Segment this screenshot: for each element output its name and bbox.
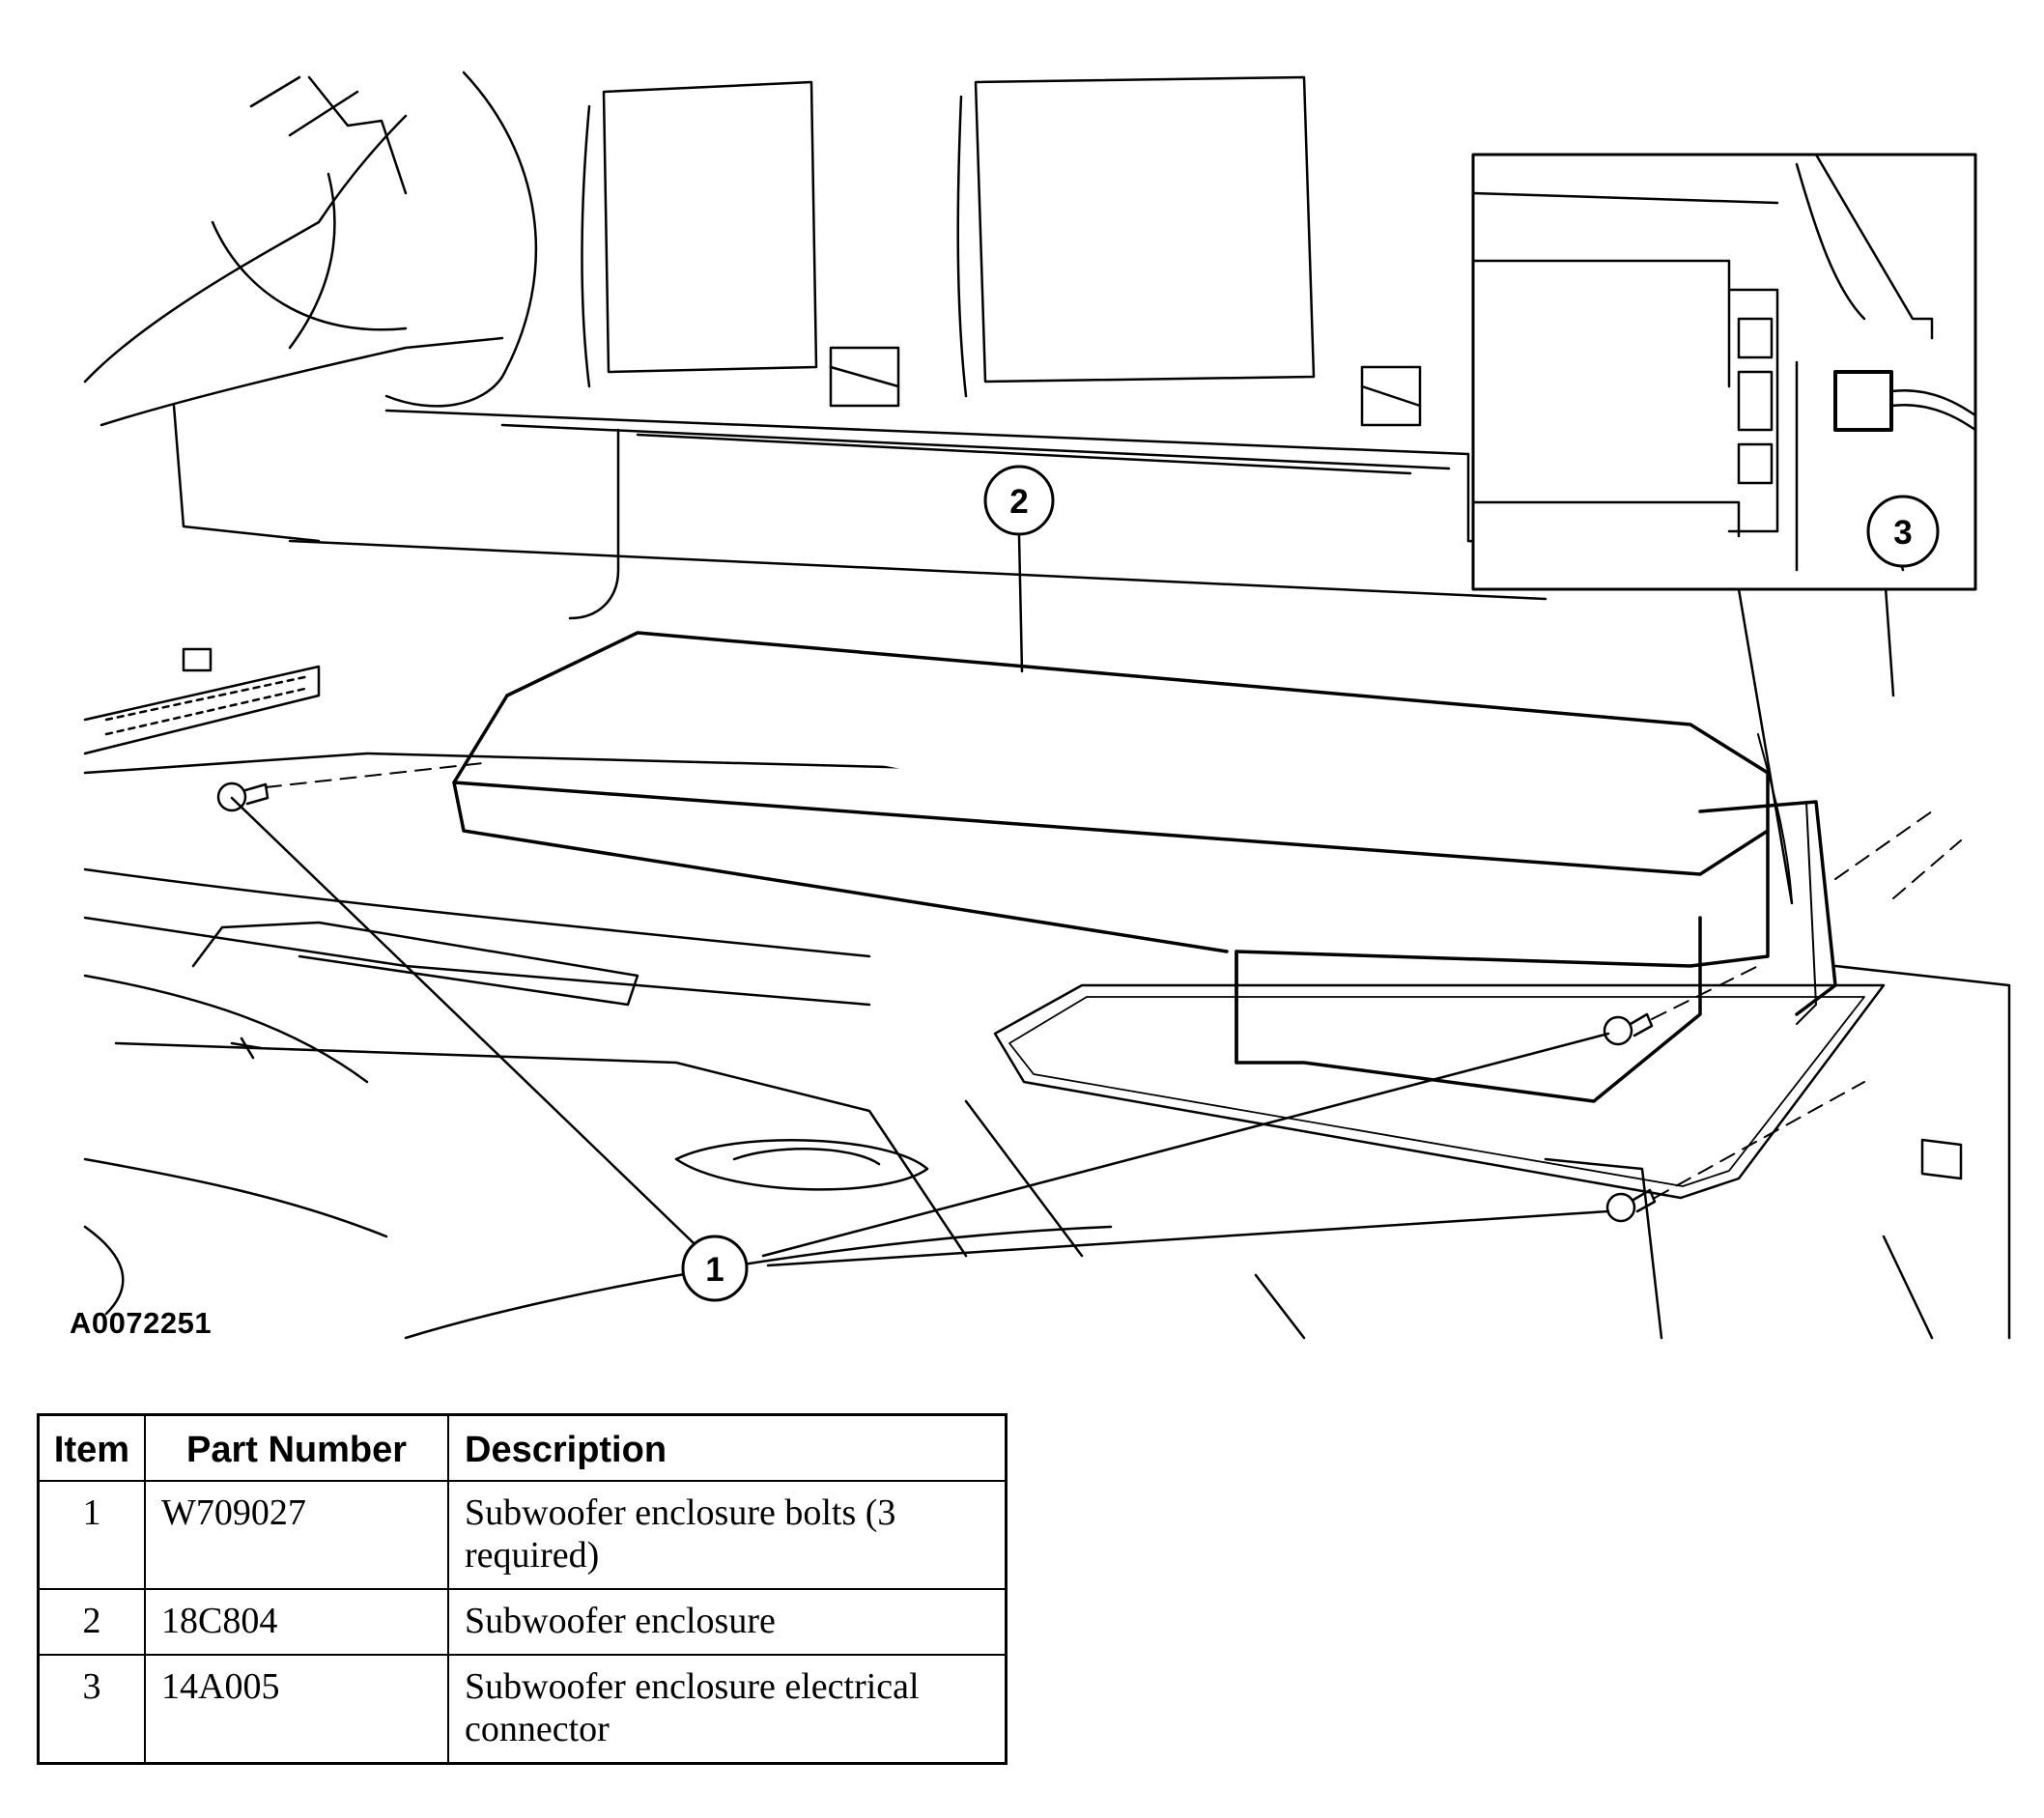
column-header-description: Description <box>447 1413 1008 1482</box>
figure-id: A0072251 <box>70 1306 213 1340</box>
subwoofer-enclosure <box>452 631 1837 1103</box>
table-row: 2 18C804 Subwoofer enclosure <box>37 1588 1008 1656</box>
subwoofer-illustration: 1 2 3 <box>83 71 2011 1340</box>
svg-text:2: 2 <box>1009 483 1028 521</box>
leader-lines <box>230 510 1905 1267</box>
cell-description: Subwoofer enclosure <box>447 1588 1008 1656</box>
column-header-item: Item <box>37 1413 146 1482</box>
callout-1: 1 <box>681 1235 749 1302</box>
svg-text:3: 3 <box>1893 514 1912 552</box>
callout-2: 2 <box>983 465 1055 536</box>
floor-grille <box>83 647 321 755</box>
cell-item: 3 <box>37 1654 146 1765</box>
cell-item: 1 <box>37 1480 146 1590</box>
bolt-right <box>1605 1188 1657 1223</box>
cell-description: Subwoofer enclosure electrical connector <box>447 1654 1008 1765</box>
alignment-lines <box>265 762 1962 1199</box>
parts-table: Item Part Number Description 1 W709027 S… <box>37 1413 1008 1765</box>
callout-3: 3 <box>1866 495 1940 568</box>
cell-item: 2 <box>37 1588 146 1656</box>
seat-trim-left <box>83 71 538 543</box>
column-header-part-number: Part Number <box>144 1413 449 1482</box>
table-header-row: Item Part Number Description <box>37 1413 1008 1482</box>
cell-part-number: 14A005 <box>144 1654 449 1765</box>
bolt-center <box>1603 1012 1654 1046</box>
floor-panel <box>83 752 2011 1340</box>
cell-part-number: W709027 <box>144 1480 449 1590</box>
cell-description: Subwoofer enclosure bolts (3 required) <box>447 1480 1008 1590</box>
table-row: 1 W709027 Subwoofer enclosure bolts (3 r… <box>37 1480 1008 1590</box>
cell-part-number: 18C804 <box>144 1588 449 1656</box>
svg-text:1: 1 <box>705 1251 724 1289</box>
bolt-left <box>216 781 270 812</box>
table-row: 3 14A005 Subwoofer enclosure electrical … <box>37 1654 1008 1765</box>
seat-backs <box>581 75 1422 427</box>
floor-recess <box>993 983 1886 1200</box>
